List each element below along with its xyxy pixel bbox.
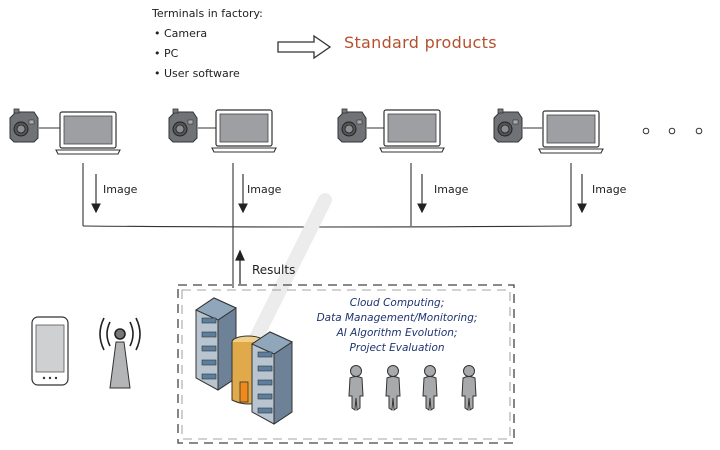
terminal-item-camera: Camera (152, 24, 263, 44)
laptop-icon (379, 109, 445, 153)
team-icons (348, 365, 477, 411)
network-bus (82, 163, 572, 288)
image-label: Image (434, 183, 469, 196)
data-center-icon (195, 297, 293, 425)
person-icon (348, 365, 364, 411)
station-3 (337, 108, 445, 153)
person-icon (461, 365, 477, 411)
camera-icon (168, 108, 198, 143)
cloud-line: Data Management/Monitoring; (316, 312, 478, 324)
camera-icon (493, 108, 523, 143)
antenna-tower-icon (99, 317, 141, 389)
more-stations-ellipsis (642, 127, 703, 135)
cloud-services-text: Cloud Computing; Data Management/Monitor… (312, 296, 482, 356)
watermark-stroke (248, 193, 332, 347)
terminals-title: Terminals in factory: (152, 7, 263, 20)
image-label: Image (592, 183, 627, 196)
station-4 (493, 108, 604, 154)
station-1 (9, 108, 121, 155)
person-icon (422, 365, 438, 411)
smartphone-icon (31, 316, 69, 386)
station-2 (168, 108, 277, 153)
cloud-line: Cloud Computing; (349, 297, 445, 309)
results-label: Results (252, 263, 296, 277)
terminal-item-software: User software (152, 64, 263, 84)
standard-products-label: Standard products (344, 33, 497, 52)
laptop-icon (211, 109, 277, 153)
image-label: Image (247, 183, 282, 196)
cloud-line: Project Evaluation (349, 342, 445, 354)
person-icon (385, 365, 401, 411)
camera-icon (9, 108, 39, 143)
camera-icon (337, 108, 367, 143)
results-arrow-icon (235, 249, 245, 284)
terminals-list: Terminals in factory: Camera PC User sof… (152, 4, 263, 84)
cloud-box (177, 284, 515, 444)
terminal-item-pc: PC (152, 44, 263, 64)
cloud-line: AI Algorithm Evolution; (336, 327, 458, 339)
laptop-icon (55, 111, 121, 155)
image-arrows (91, 174, 587, 214)
hollow-arrow-icon (277, 34, 332, 60)
laptop-icon (538, 110, 604, 154)
image-label: Image (103, 183, 138, 196)
